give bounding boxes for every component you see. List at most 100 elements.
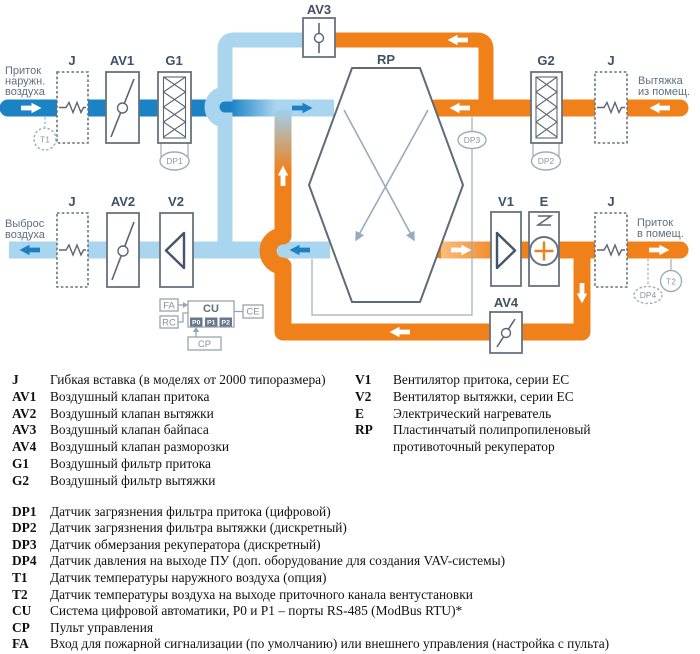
filter-mesh [162, 76, 187, 138]
legend-key: RP [355, 422, 373, 438]
valve-av1 [105, 71, 140, 144]
legend-row: AV4 Воздушный клапан разморозки [12, 439, 355, 456]
legend-desc: Электрический нагреватель [393, 405, 552, 421]
legend-key: DP1 [12, 503, 37, 519]
fa-label: FA [163, 301, 175, 312]
legend-row: G1 Воздушный фильтр притока [12, 456, 355, 473]
heater-coil-symbol [535, 215, 554, 226]
fire-alarm-box [159, 298, 179, 312]
legend-key: AV4 [12, 439, 37, 455]
heater-e [528, 211, 560, 287]
rc-label: RC [162, 318, 176, 329]
j-supply-out-label: J [607, 194, 614, 209]
t1-label: T1 [40, 135, 50, 145]
dp1-label: DP1 [166, 156, 183, 166]
legend-key: CP [12, 619, 30, 635]
legend-row: CP Пульт управления [12, 620, 700, 637]
flexible-insert-supply [56, 71, 89, 144]
flexible-insert-discharge [56, 212, 89, 288]
av3-label: AV3 [307, 2, 331, 17]
legend-row: DP4 Датчик давления на выходе ПУ (доп. об… [12, 553, 700, 570]
valve-pivot [500, 327, 512, 339]
legend-desc: Гибкая вставка (в моделях от 2000 типора… [50, 372, 326, 387]
legend-desc: Воздушный фильтр притока [50, 455, 211, 471]
legend-key: G2 [12, 472, 30, 488]
legend-row: E Электрический нагреватель [355, 406, 685, 423]
component-labels: J AV1 G1 AV3 RP G2 J J AV2 V2 V1 E J AV4 [68, 2, 614, 310]
legend-key: DP3 [12, 536, 37, 552]
spring-symbol [59, 100, 86, 115]
legend-desc: Датчик давления на выходе ПУ (доп. обору… [50, 553, 506, 569]
legend-key: T2 [12, 586, 28, 602]
legend-key: AV3 [12, 422, 37, 438]
spring-symbol [597, 243, 625, 257]
j-supply-label: J [68, 53, 75, 68]
schematic-svg: DP1 DP2 DP3 DP4 T1 T2 FA RC CU [0, 2, 690, 354]
supply-in-caption: в помещ. [637, 228, 684, 240]
exhaust-out-caption: Выброс [5, 218, 45, 230]
recuperator-flow-arrow [343, 109, 415, 242]
valve-pivot [313, 32, 325, 44]
dp3-label: DP3 [464, 135, 481, 145]
v1-label: V1 [498, 194, 514, 209]
extract-in-caption: Вытяжка [638, 75, 684, 87]
legend-desc: Вход для пожарной сигнализации (по умолч… [50, 636, 610, 652]
p0-label: P0 [192, 320, 201, 327]
filter-mesh [162, 76, 187, 138]
extract-in-caption: из помещ. [638, 86, 690, 98]
legend-desc: Воздушный клапан разморозки [50, 439, 230, 455]
filter-g1 [157, 71, 192, 144]
legend-key: G1 [12, 455, 30, 471]
cp-label: CP [198, 339, 211, 350]
legend-key: DP4 [12, 553, 37, 569]
legend-desc: Воздушный фильтр вытяжки [50, 472, 216, 488]
j-discharge-label: J [68, 194, 75, 209]
legend-key: E [355, 405, 364, 421]
spring-symbol [597, 100, 625, 115]
cu-label: CU [203, 303, 219, 315]
e-label: E [540, 194, 549, 209]
control-cluster: FA RC CU P0 P1 P2 CE CP [159, 298, 264, 351]
rp-label: RP [377, 52, 395, 67]
port-p2-box [219, 317, 232, 327]
g2-label: G2 [537, 53, 554, 68]
ce-label: CE [246, 307, 259, 318]
legend-components-left: J Гибкая вставка (в моделях от 2000 типор… [12, 372, 355, 490]
filter-mesh [535, 76, 558, 138]
valve-pivot [117, 245, 129, 257]
legend-key: T1 [12, 569, 28, 585]
av1-label: AV1 [110, 53, 134, 68]
fa-cu-arrowhead [183, 302, 188, 308]
supply-outdoor-caption: воздуха [5, 86, 46, 98]
dp3-sensor-line [311, 117, 473, 316]
dp4-label: DP4 [640, 290, 657, 300]
sensor-t1: T1 [33, 127, 57, 151]
valve-pivot [116, 102, 129, 114]
legend-desc: Датчик температуры наружного воздуха (оп… [50, 569, 327, 585]
recuperator-flow-arrow [355, 109, 429, 242]
supply-outdoor-caption: наружн. [5, 76, 45, 88]
supply-in-caption: Приток [637, 217, 673, 229]
supply-outdoor-caption: Приток [5, 65, 41, 77]
control-panel-box [187, 336, 222, 351]
recuperator [308, 67, 464, 303]
filter-g2 [530, 71, 563, 144]
legend-row: G2 Воздушный фильтр вытяжки [12, 473, 355, 490]
sensor-dp1: DP1 [159, 151, 190, 171]
filter-mesh [535, 76, 558, 138]
fan-symbol [164, 231, 186, 270]
legend-desc: Вентилятор притока, серии ЕС [393, 372, 570, 387]
legend-key: J [12, 372, 19, 387]
legend-desc: Воздушный клапан притока [50, 388, 210, 404]
ce-box [242, 304, 264, 319]
legend-desc: Пульт управления [50, 619, 154, 635]
flexible-insert-extract [594, 71, 628, 144]
